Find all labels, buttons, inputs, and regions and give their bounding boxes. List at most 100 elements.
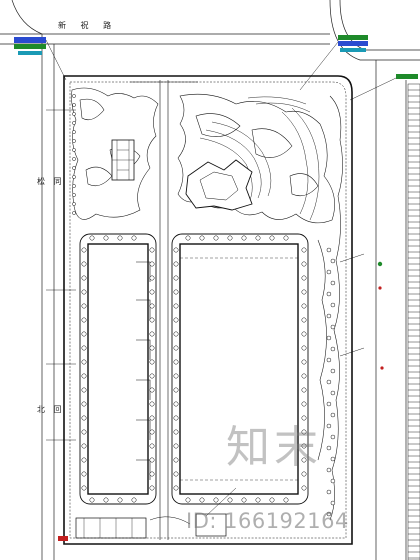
tree-symbol (173, 401, 179, 407)
tree-symbol (301, 457, 307, 463)
tree-symbol (103, 497, 109, 503)
tree-symbol (330, 500, 336, 506)
north-street-label: 新 祝 路 (58, 21, 118, 30)
tree-symbol (227, 497, 233, 503)
tree-symbol (330, 302, 336, 308)
tree-symbol (301, 261, 307, 267)
tree-symbol (227, 235, 233, 241)
tree-symbol (72, 166, 76, 170)
tree-symbol (131, 497, 137, 503)
tree-symbol (81, 471, 87, 477)
tree-symbol (330, 478, 336, 484)
tree-symbol (117, 497, 123, 503)
tree-symbol (326, 291, 332, 297)
tree-symbol (255, 235, 261, 241)
tree-symbol (301, 443, 307, 449)
tree-symbol (72, 112, 76, 116)
tree-rows (72, 94, 336, 517)
tree-symbol (72, 184, 76, 188)
tree-symbol (326, 269, 332, 275)
tree-symbol (81, 401, 87, 407)
tree-symbol (173, 443, 179, 449)
tree-symbol (72, 103, 76, 107)
site-boundary (63, 75, 353, 545)
tree-symbol (149, 345, 155, 351)
tree-symbol (330, 324, 336, 330)
tree-symbol (81, 485, 87, 491)
tree-symbol (330, 280, 336, 286)
tree-symbol (81, 247, 87, 253)
tree-symbol (241, 235, 247, 241)
watermark-brand: 知末 (226, 422, 322, 473)
tree-symbol (301, 415, 307, 421)
west-label-upper: 松 同 (37, 177, 65, 186)
tree-symbol (149, 359, 155, 365)
tree-symbol (173, 429, 179, 435)
tree-symbol (301, 289, 307, 295)
tree-symbol (326, 511, 332, 517)
tree-symbol (81, 261, 87, 267)
tree-symbol (173, 485, 179, 491)
tree-symbol (173, 289, 179, 295)
tree-symbol (173, 415, 179, 421)
tree-symbol (330, 390, 336, 396)
tree-symbol (283, 235, 289, 241)
tree-symbol (81, 345, 87, 351)
tree-symbol (173, 303, 179, 309)
tree-symbol (149, 317, 155, 323)
tree-symbol (149, 289, 155, 295)
tree-symbol (72, 94, 76, 98)
clubhouse-building (185, 159, 253, 211)
tree-symbol (326, 379, 332, 385)
tree-symbol (269, 497, 275, 503)
tree-symbol (81, 317, 87, 323)
tree-symbol (173, 457, 179, 463)
tree-symbol (301, 373, 307, 379)
tree-symbol (149, 387, 155, 393)
tree-symbol (269, 235, 275, 241)
tree-symbol (173, 359, 179, 365)
tree-symbol (301, 401, 307, 407)
tree-symbol (326, 335, 332, 341)
tree-symbol (326, 401, 332, 407)
tree-symbol (89, 235, 95, 241)
leader-lines (45, 39, 397, 517)
tree-symbol (149, 331, 155, 337)
tree-symbol (301, 303, 307, 309)
south-entrance (75, 513, 227, 539)
tree-symbol (301, 345, 307, 351)
tree-symbol (173, 247, 179, 253)
tree-symbol (72, 139, 76, 143)
tree-symbol (149, 275, 155, 281)
tree-symbol (149, 373, 155, 379)
tree-symbol (131, 235, 137, 241)
tree-symbol (149, 247, 155, 253)
tree-symbol (81, 275, 87, 281)
tree-symbol (173, 387, 179, 393)
tree-symbol (81, 443, 87, 449)
tree-symbol (72, 121, 76, 125)
tree-symbol (81, 373, 87, 379)
tree-symbol (330, 434, 336, 440)
tree-symbol (117, 235, 123, 241)
tree-symbol (149, 303, 155, 309)
tree-symbol (326, 489, 332, 495)
tree-symbol (72, 148, 76, 152)
tree-symbol (326, 467, 332, 473)
tree-symbol (301, 317, 307, 323)
tree-symbol (330, 368, 336, 374)
tree-symbol (149, 401, 155, 407)
tree-symbol (149, 415, 155, 421)
tree-symbol (326, 313, 332, 319)
tree-symbol (199, 497, 205, 503)
tree-symbol (301, 247, 307, 253)
tree-symbol (326, 445, 332, 451)
tree-symbol (103, 235, 109, 241)
tree-symbol (301, 471, 307, 477)
tree-symbol (149, 429, 155, 435)
tree-symbol (330, 456, 336, 462)
tree-symbol (173, 345, 179, 351)
tree-symbol (241, 497, 247, 503)
tree-symbol (213, 235, 219, 241)
central-driveway (130, 80, 198, 540)
